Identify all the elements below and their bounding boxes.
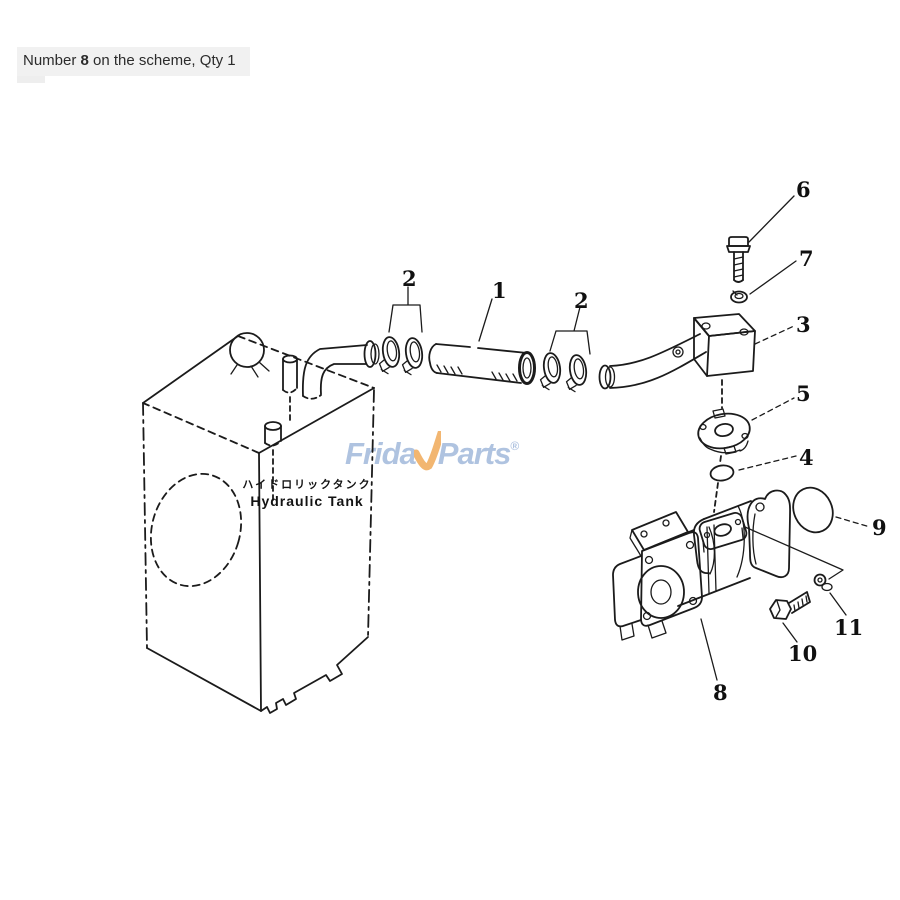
header-suffix: on the scheme, Qty 1 bbox=[88, 52, 236, 69]
plug-drawing bbox=[813, 573, 833, 592]
tank-label: ハイドロリックタンク Hydraulic Tank bbox=[222, 479, 392, 510]
hydraulic-tank-drawing bbox=[142, 332, 380, 714]
breather-tube bbox=[282, 354, 298, 421]
hose-drawing bbox=[428, 343, 536, 385]
lock-washer-drawing bbox=[730, 290, 748, 304]
result-header: Number 8 on the scheme, Qty 1 bbox=[17, 47, 250, 83]
leader-lines bbox=[388, 195, 871, 681]
watermark-logo: Frida Parts® bbox=[345, 423, 520, 477]
watermark-text-right: Parts bbox=[437, 436, 512, 471]
filler-cap bbox=[229, 332, 270, 378]
small-o-ring-drawing bbox=[709, 464, 735, 513]
long-bolt-drawing bbox=[726, 236, 751, 283]
large-o-ring-drawing bbox=[792, 486, 834, 534]
short-bolt-drawing bbox=[769, 591, 811, 620]
tank-port-stub bbox=[264, 421, 282, 503]
watermark-swoosh-icon bbox=[412, 423, 447, 477]
tank-elbow-pipe bbox=[301, 340, 380, 400]
tank-label-english: Hydraulic Tank bbox=[250, 492, 364, 509]
registered-mark: ® bbox=[510, 439, 520, 453]
header-prefix: Number bbox=[23, 52, 81, 69]
watermark-text-left: Frida bbox=[345, 436, 417, 471]
flange-plate-drawing bbox=[697, 408, 751, 464]
pump-drawing bbox=[612, 489, 791, 641]
tank-label-japanese: ハイドロリックタンク bbox=[242, 479, 372, 491]
elbow-fitting-drawing bbox=[598, 313, 756, 409]
hose-clamps bbox=[375, 335, 590, 394]
header-part-number: 8 bbox=[80, 52, 89, 69]
